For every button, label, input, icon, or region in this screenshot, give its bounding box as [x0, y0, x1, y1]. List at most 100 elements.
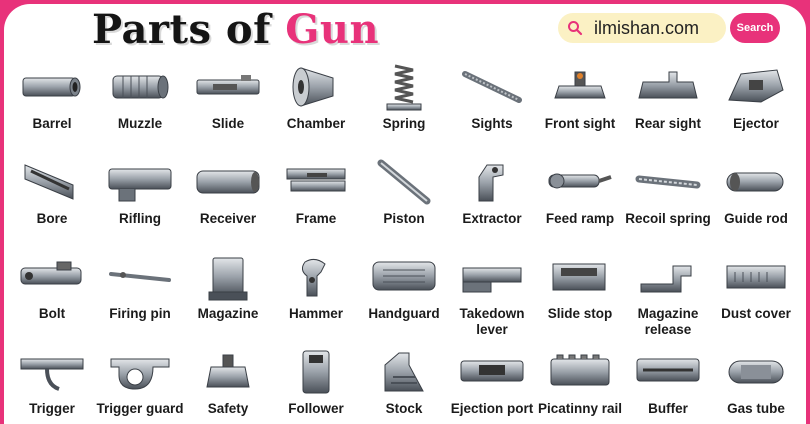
part-label: Trigger — [29, 401, 75, 416]
part-trigger-guard: Trigger guard — [96, 343, 184, 424]
part-label: Guide rod — [724, 211, 788, 226]
part-label: Safety — [207, 401, 249, 416]
muzzle-icon — [112, 75, 169, 99]
part-label: Extractor — [462, 211, 522, 226]
part-label: Bore — [36, 211, 68, 226]
part-stock: Stock — [360, 343, 448, 424]
part-label: Follower — [288, 401, 344, 416]
part-barrel: Barrel — [8, 58, 96, 153]
guide-rod-icon — [726, 172, 784, 192]
part-label: Trigger guard — [96, 401, 184, 416]
part-hammer: Hammer — [272, 248, 360, 343]
extractor-icon — [478, 164, 504, 202]
part-spring: Spring — [360, 58, 448, 153]
part-takedown-lever: Takedown lever — [448, 248, 536, 343]
part-slide-stop: Slide stop — [536, 248, 624, 343]
part-label: Hammer — [288, 306, 344, 321]
bore-icon — [24, 164, 74, 200]
safety-icon — [206, 354, 250, 388]
search-button[interactable]: Search — [730, 13, 780, 43]
hammer-icon — [301, 258, 326, 297]
feed-ramp-icon — [548, 173, 612, 189]
handguard-icon — [372, 261, 436, 291]
part-extractor: Extractor — [448, 153, 536, 248]
search-input-value[interactable]: ilmishan.com — [594, 17, 700, 38]
part-firing-pin: Firing pin — [96, 248, 184, 343]
part-label: Stock — [385, 401, 423, 416]
part-label: Rear sight — [634, 116, 702, 131]
part-sights: Sights — [448, 58, 536, 153]
part-label: Muzzle — [117, 116, 163, 131]
part-ejector: Ejector — [712, 58, 800, 153]
follower-icon — [302, 350, 330, 394]
part-label: Ejector — [733, 116, 779, 131]
part-bore: Bore — [8, 153, 96, 248]
part-label: Dust cover — [721, 306, 791, 321]
part-label: Takedown lever — [459, 306, 525, 337]
part-label: Slide stop — [547, 306, 613, 321]
picatinny-rail-icon — [550, 354, 610, 386]
part-label: Buffer — [648, 401, 688, 416]
part-gas-tube: Gas tube — [712, 343, 800, 424]
front-sight-icon — [554, 71, 606, 99]
part-label: Receiver — [199, 211, 257, 226]
part-label: Magazine — [197, 306, 259, 321]
part-rifling: Rifling — [96, 153, 184, 248]
part-frame: Frame — [272, 153, 360, 248]
search-icon — [558, 20, 588, 36]
trigger-guard-icon — [110, 358, 170, 390]
part-label: Magazine release — [637, 306, 699, 337]
part-safety: Safety — [184, 343, 272, 424]
part-picatinny-rail: Picatinny rail — [536, 343, 624, 424]
part-ejection-port: Ejection port — [448, 343, 536, 424]
gas-tube-icon — [728, 360, 784, 384]
rear-sight-icon — [638, 71, 698, 99]
frame-icon — [286, 168, 346, 192]
part-slide: Slide — [184, 58, 272, 153]
part-bolt: Bolt — [8, 248, 96, 343]
recoil-spring-icon — [635, 175, 701, 189]
part-label: Feed ramp — [545, 211, 615, 226]
part-trigger: Trigger — [8, 343, 96, 424]
slide-icon — [196, 75, 260, 95]
takedown-lever-icon — [462, 267, 522, 293]
part-recoil-spring: Recoil spring — [624, 153, 712, 248]
part-label: Spring — [382, 116, 426, 131]
part-label: Frame — [295, 211, 337, 226]
part-label: Gas tube — [727, 401, 785, 416]
part-receiver: Receiver — [184, 153, 272, 248]
part-label: Picatinny rail — [537, 401, 623, 416]
receiver-icon — [196, 170, 260, 194]
search-box[interactable]: ilmishan.com — [558, 13, 726, 43]
magazine-release-icon — [640, 265, 692, 293]
part-label: Firing pin — [109, 306, 171, 321]
part-front-sight: Front sight — [536, 58, 624, 153]
part-label: Handguard — [368, 306, 440, 321]
part-follower: Follower — [272, 343, 360, 424]
part-label: Barrel — [32, 116, 72, 131]
part-label: Front sight — [544, 116, 616, 131]
dust-cover-icon — [726, 265, 786, 289]
part-piston: Piston — [360, 153, 448, 248]
part-dust-cover: Dust cover — [712, 248, 800, 343]
part-handguard: Handguard — [360, 248, 448, 343]
page-title: Parts of Gun — [92, 8, 379, 52]
ejection-port-icon — [460, 360, 524, 382]
barrel-icon — [22, 77, 81, 97]
firing-pin-icon — [109, 272, 171, 282]
part-magazine: Magazine — [184, 248, 272, 343]
part-label: Ejection port — [450, 401, 534, 416]
title-part-1: Parts of — [92, 6, 271, 53]
trigger-icon — [20, 358, 84, 391]
bolt-icon — [20, 261, 82, 285]
part-label: Rifling — [119, 211, 161, 226]
magazine-icon — [208, 257, 248, 301]
ejector-icon — [728, 69, 784, 103]
part-feed-ramp: Feed ramp — [536, 153, 624, 248]
part-chamber: Chamber — [272, 58, 360, 153]
part-magazine-release: Magazine release — [624, 248, 712, 343]
part-label: Recoil spring — [625, 211, 711, 226]
stock-icon — [384, 352, 424, 392]
